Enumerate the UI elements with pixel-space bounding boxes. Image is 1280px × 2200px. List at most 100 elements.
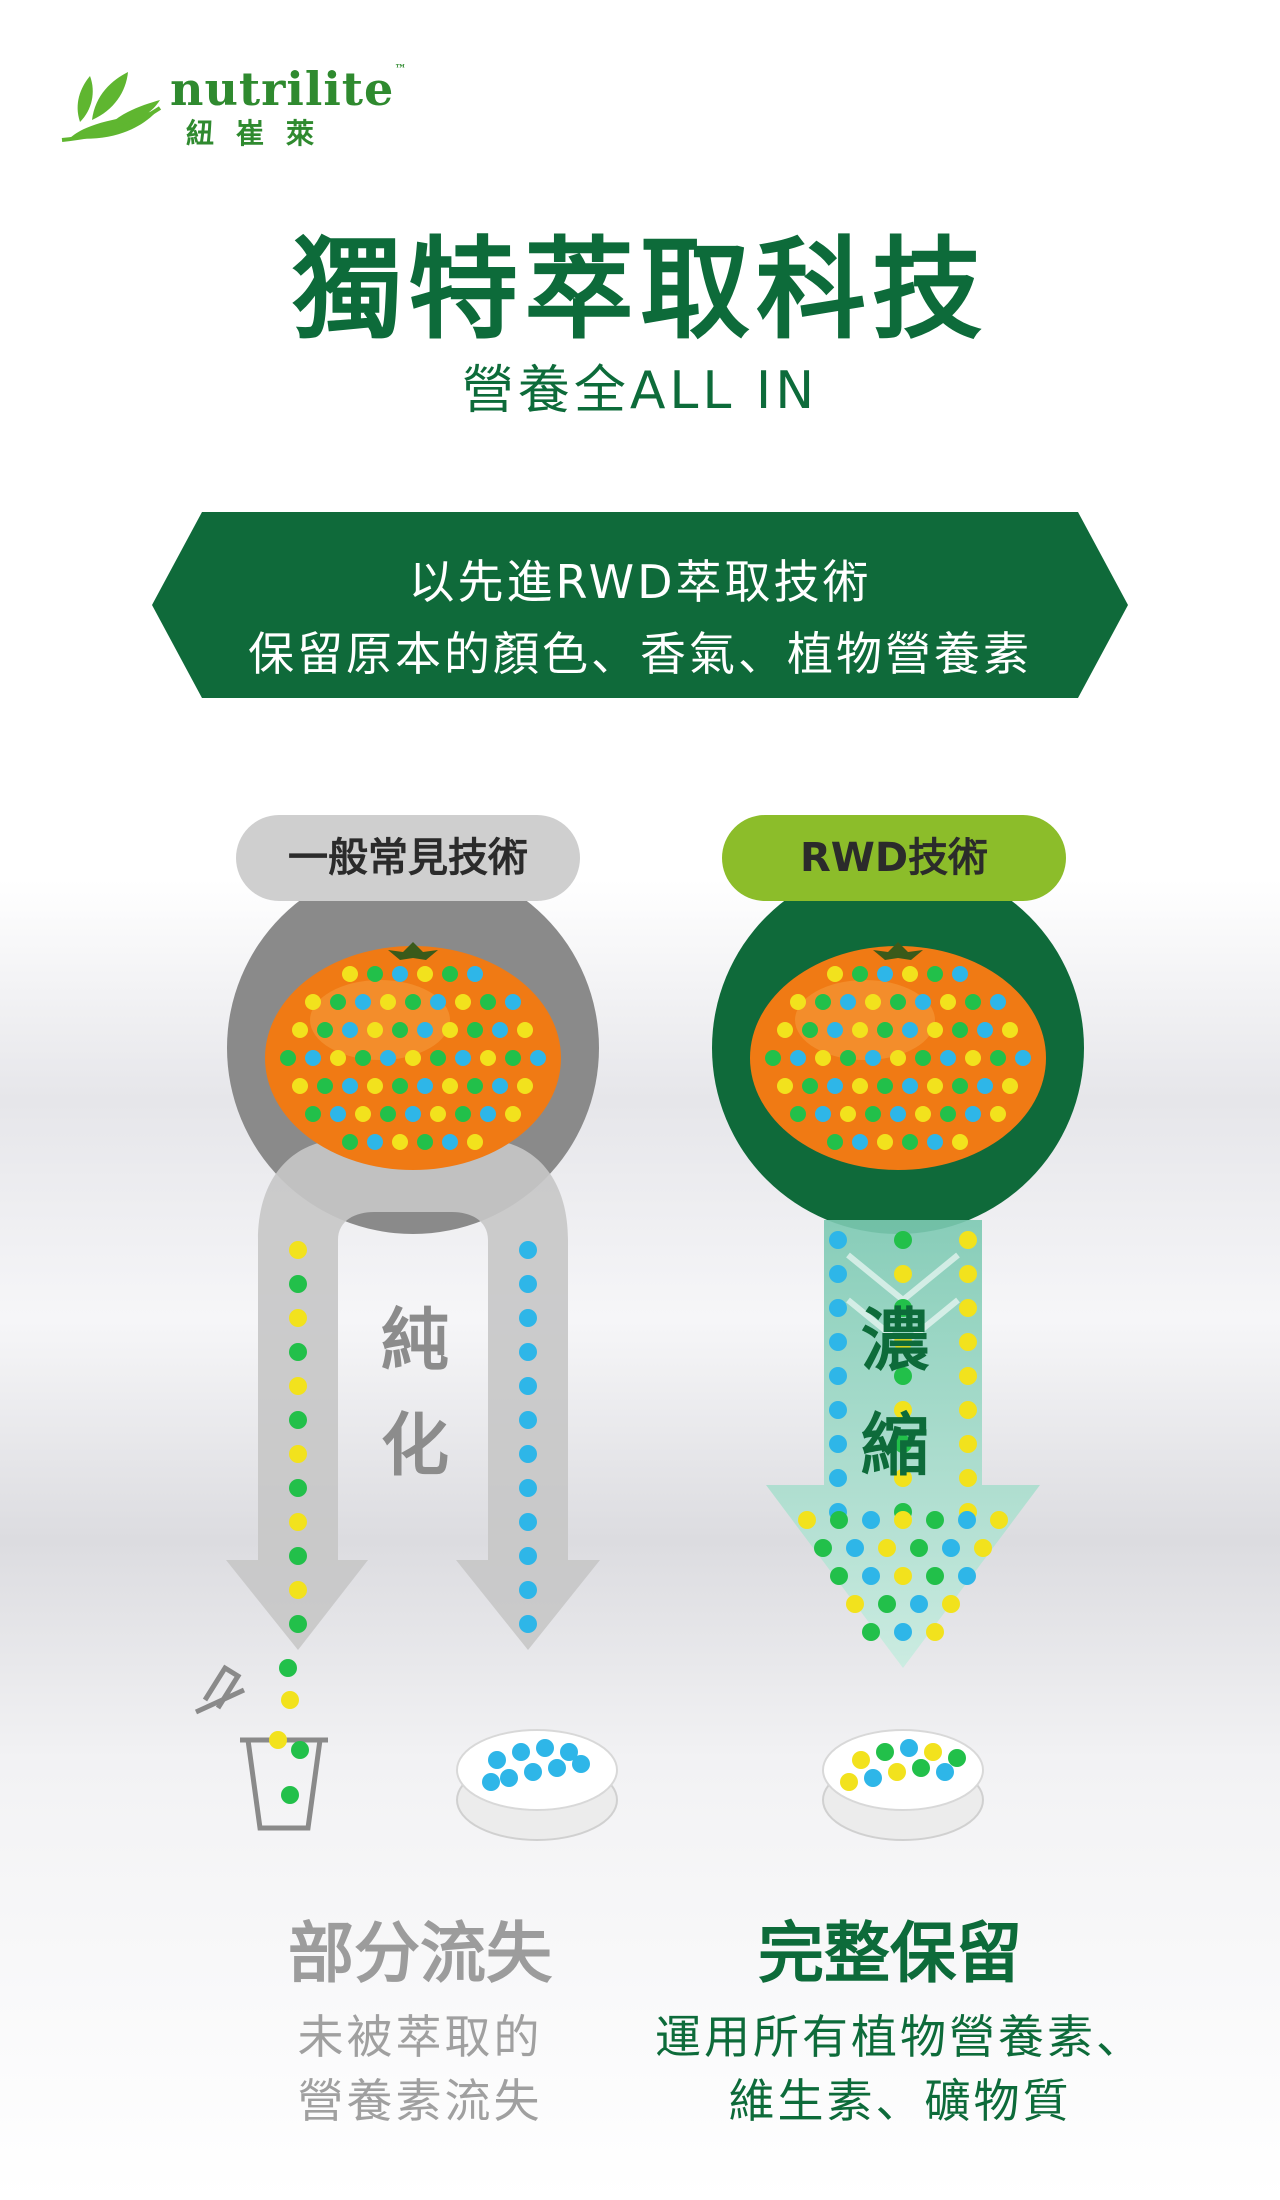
nutrient-dot (959, 1265, 977, 1283)
nutrient-dot (802, 1022, 818, 1038)
nutrient-dot (829, 1265, 847, 1283)
nutrient-dot (790, 994, 806, 1010)
discard-cup-icon (194, 1664, 328, 1831)
nutrient-dot (289, 1411, 307, 1429)
nutrient-dot (894, 1469, 912, 1487)
nutrient-dot (289, 1581, 307, 1599)
nutrient-dot (289, 1479, 307, 1497)
nutrient-dot (829, 1469, 847, 1487)
nutrient-dot (292, 1022, 308, 1038)
nutrient-dot (305, 1106, 321, 1122)
nutrient-dot (829, 1435, 847, 1453)
nutrient-dot (492, 1022, 508, 1038)
nutrient-dot (289, 1377, 307, 1395)
nutrient-dot (915, 994, 931, 1010)
nutrient-dot (965, 1050, 981, 1066)
nutrient-dot (952, 1134, 968, 1150)
nutrient-dot (442, 1134, 458, 1150)
nutrient-dot (280, 1050, 296, 1066)
nutrient-dot (330, 994, 346, 1010)
nutrient-dot (455, 994, 471, 1010)
nutrient-dot (894, 1623, 912, 1641)
nutrient-dot (894, 1511, 912, 1529)
nutrient-dot (894, 1231, 912, 1249)
nutrient-dot (942, 1595, 960, 1613)
nutrient-dot (990, 994, 1006, 1010)
right-process-char-1: 濃 (860, 1302, 929, 1381)
nutrient-dot (846, 1595, 864, 1613)
nutrient-dot (830, 1567, 848, 1585)
nutrient-dot (864, 1769, 882, 1787)
nutrient-dot (342, 1078, 358, 1094)
nutrient-dot (392, 966, 408, 982)
nutrient-dot (505, 1050, 521, 1066)
nutrient-dot (877, 966, 893, 982)
nutrient-dot (517, 1078, 533, 1094)
nutrient-dot (405, 1050, 421, 1066)
nutrient-dot (915, 1106, 931, 1122)
nutrient-dot (317, 1078, 333, 1094)
feature-banner: 以先進RWD萃取技術 保留原本的顏色、香氣、植物營養素 (152, 512, 1128, 698)
nutrient-dot (894, 1401, 912, 1419)
nutrient-dot (974, 1539, 992, 1557)
right-result-description: 運用所有植物營養素、 維生素、礦物質 (655, 2010, 1145, 2128)
nutrient-dot (877, 1078, 893, 1094)
nutrient-dot (965, 994, 981, 1010)
nutrient-dot (289, 1513, 307, 1531)
nutrient-dot (940, 1106, 956, 1122)
nutrient-dot (355, 1050, 371, 1066)
nutrient-dot (367, 1022, 383, 1038)
left-result-description: 未被萃取的 營養素流失 (297, 2010, 543, 2128)
nutrient-dot (289, 1615, 307, 1633)
nutrient-dot (281, 1691, 299, 1709)
nutrient-dot (852, 966, 868, 982)
nutrient-dot (1002, 1022, 1018, 1038)
banner-line-2: 保留原本的顏色、香氣、植物營養素 (248, 627, 1032, 681)
nutrient-dot (519, 1241, 537, 1259)
nutrient-dot (430, 1050, 446, 1066)
nutrient-dot (815, 1050, 831, 1066)
nutrient-dot (289, 1343, 307, 1361)
nutrient-dot (536, 1739, 554, 1757)
nutrient-dot (927, 966, 943, 982)
nutrient-dot (959, 1333, 977, 1351)
nutrient-dot (367, 966, 383, 982)
nutrient-dot (519, 1343, 537, 1361)
nutrient-dot (317, 1022, 333, 1038)
nutrient-dot (519, 1377, 537, 1395)
nutrient-dot (305, 994, 321, 1010)
nutrient-dot (902, 1134, 918, 1150)
nutrient-dot (915, 1050, 931, 1066)
nutrient-dot (940, 1050, 956, 1066)
nutrient-dot (862, 1567, 880, 1585)
nutrient-dot (827, 1134, 843, 1150)
nutrient-dot (902, 1078, 918, 1094)
nutrient-dot (289, 1547, 307, 1565)
nutrient-dot (392, 1078, 408, 1094)
nutrient-dot (380, 1106, 396, 1122)
nutrient-dot (790, 1106, 806, 1122)
nutrient-dot (936, 1763, 954, 1781)
nutrient-dot (910, 1595, 928, 1613)
nutrient-dot (467, 1022, 483, 1038)
nutrient-dot (840, 1773, 858, 1791)
nutrient-dot (878, 1539, 896, 1557)
nutrient-dot (405, 1106, 421, 1122)
left-split-arrow (226, 1140, 600, 1650)
nutrient-dot (927, 1022, 943, 1038)
nutrient-dot (279, 1659, 297, 1677)
nutrient-dot (829, 1333, 847, 1351)
nutrient-dot (405, 994, 421, 1010)
nutrient-dot (1002, 1078, 1018, 1094)
nutrient-dot (289, 1309, 307, 1327)
nutrient-dot (926, 1623, 944, 1641)
nutrient-dot (894, 1299, 912, 1317)
nutrient-dot (367, 1134, 383, 1150)
nutrient-dot (959, 1231, 977, 1249)
nutrient-dot (289, 1275, 307, 1293)
nutrient-dot (894, 1435, 912, 1453)
left-result-label: 部分流失 (288, 1915, 552, 1992)
nutrient-dot (894, 1265, 912, 1283)
left-process-char-2: 化 (380, 1407, 449, 1486)
nutrient-dot (926, 1511, 944, 1529)
